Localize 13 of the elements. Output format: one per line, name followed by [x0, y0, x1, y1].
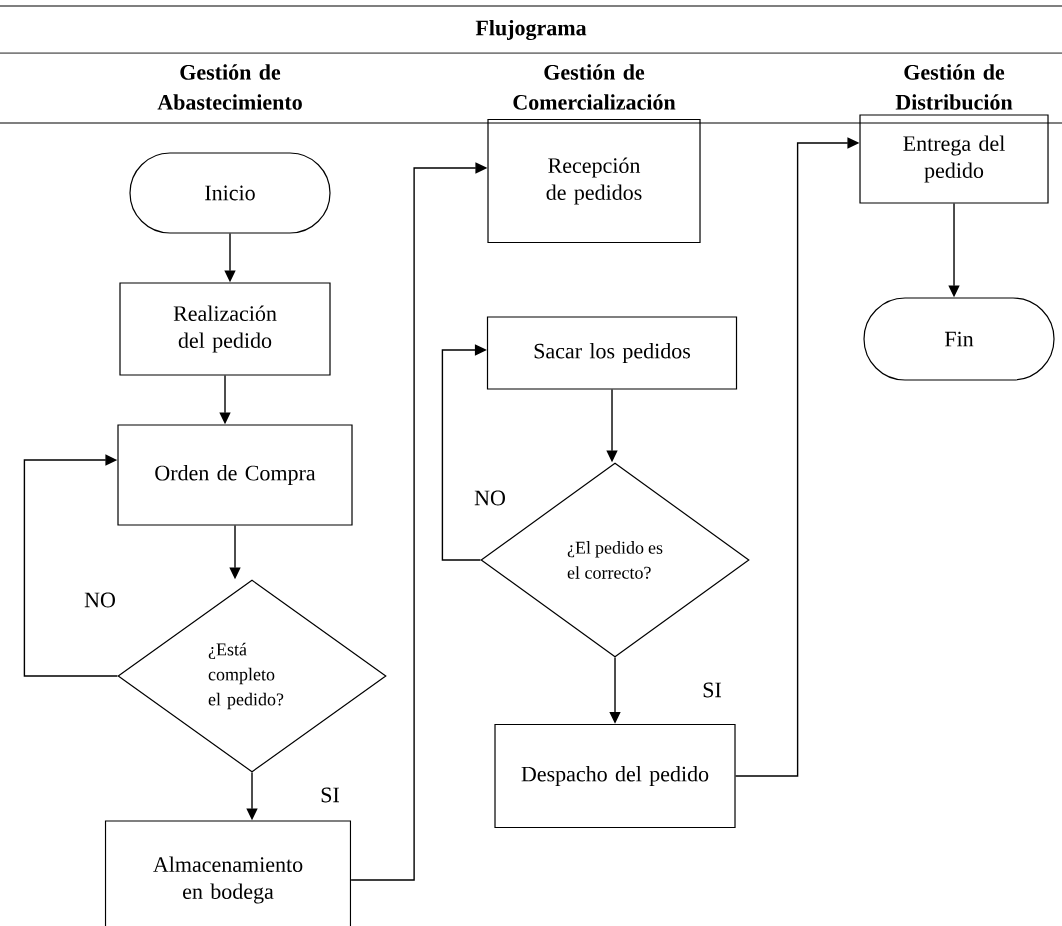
- edge-label: NO: [84, 592, 115, 608]
- process-box: Recepción de pedidos: [487, 118, 701, 244]
- process-box: Sacar los pedidos: [486, 316, 738, 390]
- edge-label: SI: [321, 787, 339, 803]
- column-header: Gestión de Abastecimiento: [157, 64, 302, 110]
- arrow: [23, 454, 119, 677]
- process-box: Orden de Compra: [117, 424, 353, 526]
- process-box: Almacenamiento en bodega: [104, 820, 352, 926]
- process-box: Despacho del pedido: [494, 723, 736, 829]
- process-box: Realización del pedido: [119, 282, 331, 376]
- edge-label: SI: [703, 682, 721, 698]
- process-box: Entrega del pedido: [859, 114, 1049, 204]
- title: Flujograma: [475, 19, 587, 41]
